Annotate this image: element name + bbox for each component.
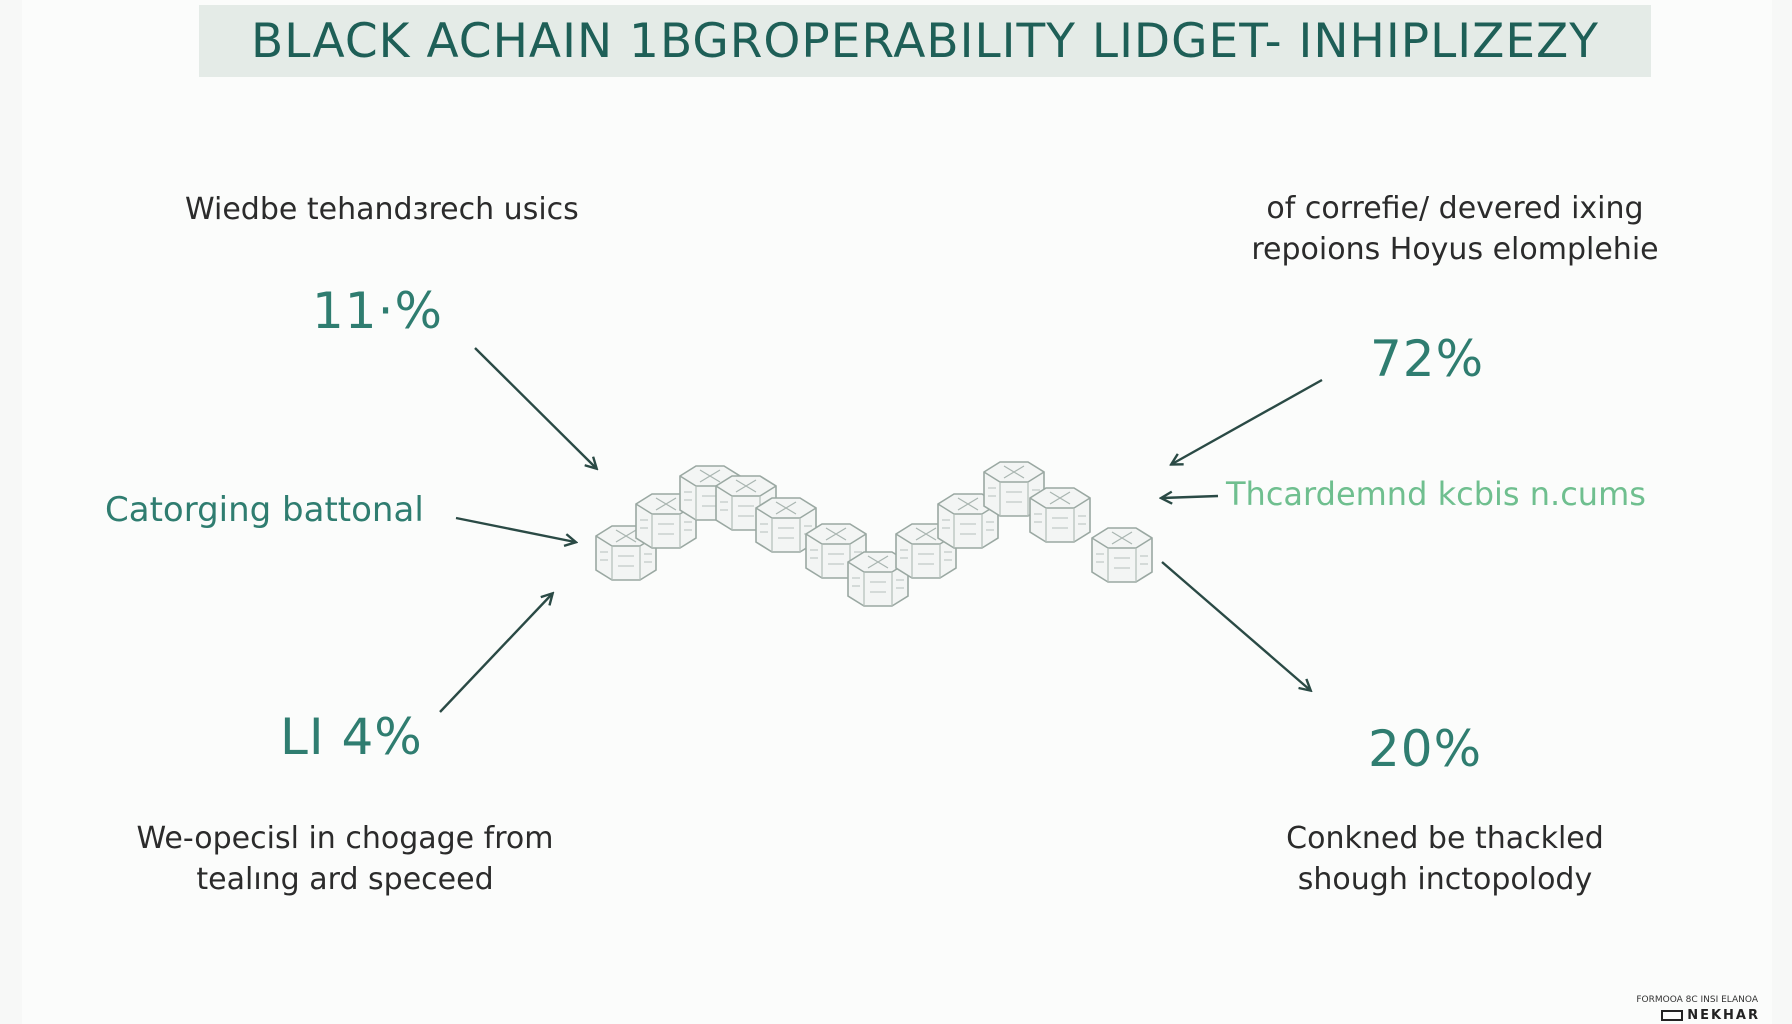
title-banner: BLACK ACHAIN 1BGROPERABILITY LIDGET- INH… [199,5,1651,77]
bottom-right-caption-line2: shough inctopolody [1297,862,1593,897]
arrow-mid-right [1162,496,1219,498]
chain-block [1091,527,1153,583]
chain-block [1029,487,1091,543]
blockchain-graphic [595,461,1153,607]
footer-logo-text: NEKHAR [1687,1008,1760,1023]
arrow-top-right [1172,378,1323,464]
top-right-caption: of correfie/ devered ixing repoions Hoyu… [1220,188,1690,270]
bottom-right-value: 20% [1368,720,1483,778]
bottom-left-value: LI 4% [280,708,423,766]
arrow-mid-left [455,516,575,542]
mid-left-label: Catorging battonal [105,490,424,530]
footer-logo: NEKHAR [1661,1008,1760,1023]
bottom-left-caption-line2: tealıng ard speceed [196,862,494,897]
bottom-left-caption: We-opecisl in chogage from tealıng ard s… [110,818,580,900]
bottom-left-caption-line1: We-opecisl in chogage from [136,821,554,856]
top-right-caption-line2: repoions Hoyus elomplehie [1251,232,1659,267]
top-left-caption: Wiedbe tehandзrech usics [185,192,579,227]
bottom-right-caption-line1: Conkned be thackled [1286,821,1604,856]
arrow-bottom-right [1161,561,1310,690]
top-right-caption-line1: of correfie/ devered ixing [1266,191,1644,226]
bottom-right-caption: Conkned be thackled shough inctopolody [1210,818,1680,900]
footer-note: FORMOOA 8C INSI ELANOA [1636,995,1758,1005]
page-title: BLACK ACHAIN 1BGROPERABILITY LIDGET- INH… [251,13,1599,69]
logo-icon [1661,1010,1684,1021]
mid-right-label: Thcardemnd kcbis n.cums [1226,475,1646,513]
arrow-bottom-left [439,594,552,713]
top-right-value: 72% [1370,330,1485,388]
arrow-top-left [474,347,596,468]
page-canvas [22,0,1772,1024]
callout-arrows [439,347,1323,713]
top-left-value: 11·% [312,282,444,340]
